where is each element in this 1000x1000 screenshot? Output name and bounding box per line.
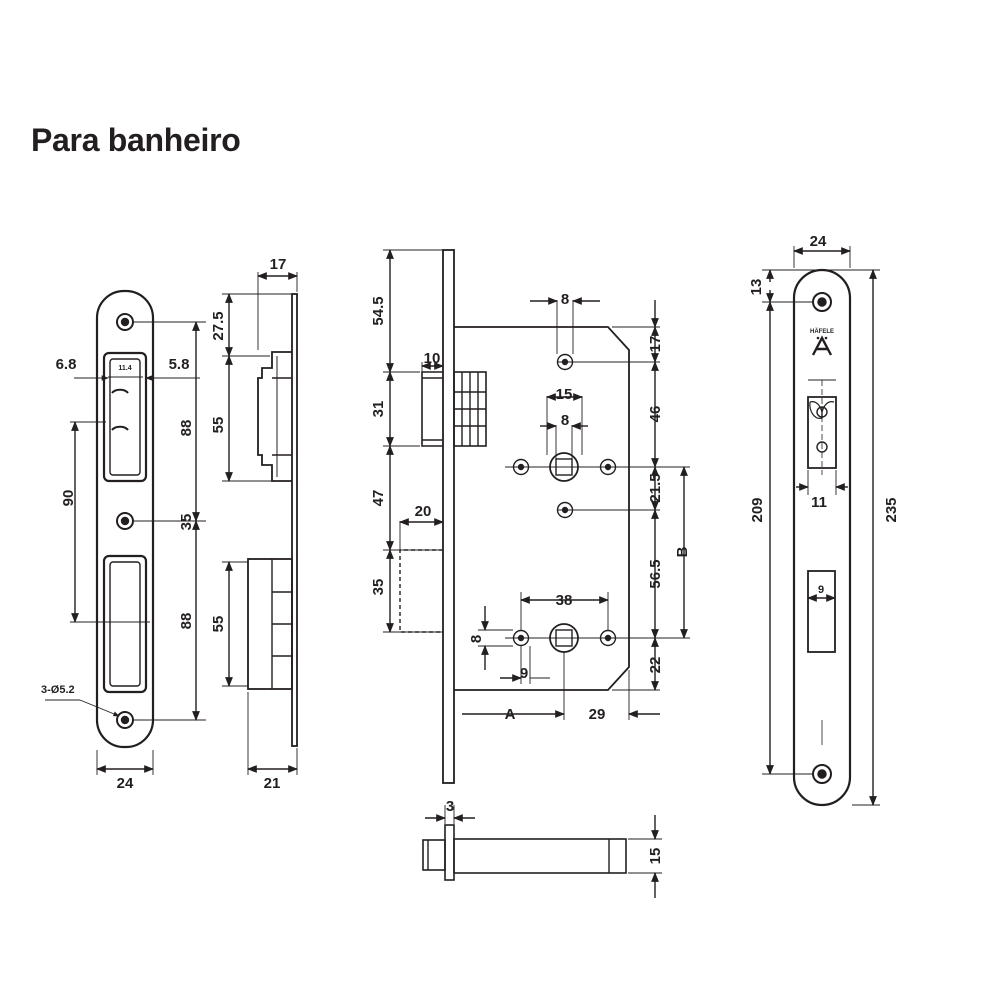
screw-hole-icon [116,313,134,331]
dim-35-lock: 35 [370,579,387,596]
hole-note: 3-Ø5.2 [41,684,75,696]
forend-plate [442,249,455,784]
strike-plate-view: HÄFELE 24 13 11 209 235 [748,233,900,807]
latch-slot [102,351,148,483]
dim-A: A [505,706,516,723]
dim-209: 209 [749,497,766,522]
bolt-tail [422,839,446,871]
dim-47: 47 [370,490,387,507]
latch-bolt [421,371,443,447]
dim-20: 20 [415,503,432,520]
deadbolt-hidden [399,549,443,633]
dim-21-5: 21.5 [647,473,664,502]
dim-55-bottom: 55 [210,616,227,633]
dim-56-5: 56.5 [647,559,664,588]
dim-27-5: 27.5 [210,311,227,340]
screw-hole-icon [812,764,832,784]
dim-10: 10 [424,350,441,367]
lock-body-view: 54.5 10 31 47 20 35 8 15 8 17 46 21.5 56… [370,249,691,784]
page-title: Para banheiro [31,122,241,158]
svg-text:HÄFELE: HÄFELE [810,328,834,335]
bolt-detail-view: 3 15 [422,798,664,898]
latch-bolt-icon [111,388,129,431]
dim-11-4: 11.4 [118,365,131,372]
dim-8-mid: 8 [561,412,569,429]
dim-B: B [674,546,691,557]
screw-hole-icon [116,512,134,530]
dim-54-5: 54.5 [370,296,387,325]
dim-17: 17 [270,256,287,273]
front-plate-outline [95,289,155,749]
deadbolt-opening [807,570,836,653]
lock-case-outline [454,326,630,691]
dim-6-8: 6.8 [56,356,77,373]
brand-logo: HÄFELE [810,328,834,356]
dim-13: 13 [748,279,765,296]
dim-5-8: 5.8 [169,356,190,373]
screw-hole-icon [812,292,832,312]
latch-opening [807,396,837,469]
latch-mechanism [257,351,292,482]
dim-11: 11 [811,494,827,511]
dim-29: 29 [589,706,606,723]
deadbolt-slot [102,554,148,694]
dim-35: 35 [178,514,195,531]
dim-8-left: 8 [468,635,485,643]
dim-15-bolt: 15 [647,848,664,865]
dim-17-lock: 17 [647,336,664,353]
dim-9: 9 [520,665,528,682]
dim-3: 3 [446,798,454,815]
dim-88-top: 88 [178,420,195,437]
dim-9-strike: 9 [818,584,824,596]
dim-235: 235 [883,497,900,522]
dim-31: 31 [370,401,387,418]
dim-90: 90 [60,490,77,507]
dim-24-strike: 24 [810,233,827,250]
dim-15: 15 [556,386,573,403]
front-plate-view: 6.8 11.4 5.8 90 3-Ø5.2 24 88 35 88 [41,289,206,792]
side-view: 17 27.5 55 55 21 [210,256,298,792]
dim-21: 21 [264,775,281,792]
dim-38: 38 [556,592,573,609]
dim-88-bottom: 88 [178,613,195,630]
dim-55-top: 55 [210,417,227,434]
screw-hole-icon [116,711,134,729]
dim-22: 22 [647,657,664,674]
bolt-body [453,838,627,874]
dim-24: 24 [117,775,134,792]
dim-46: 46 [647,406,664,423]
dim-8-top: 8 [561,291,569,308]
